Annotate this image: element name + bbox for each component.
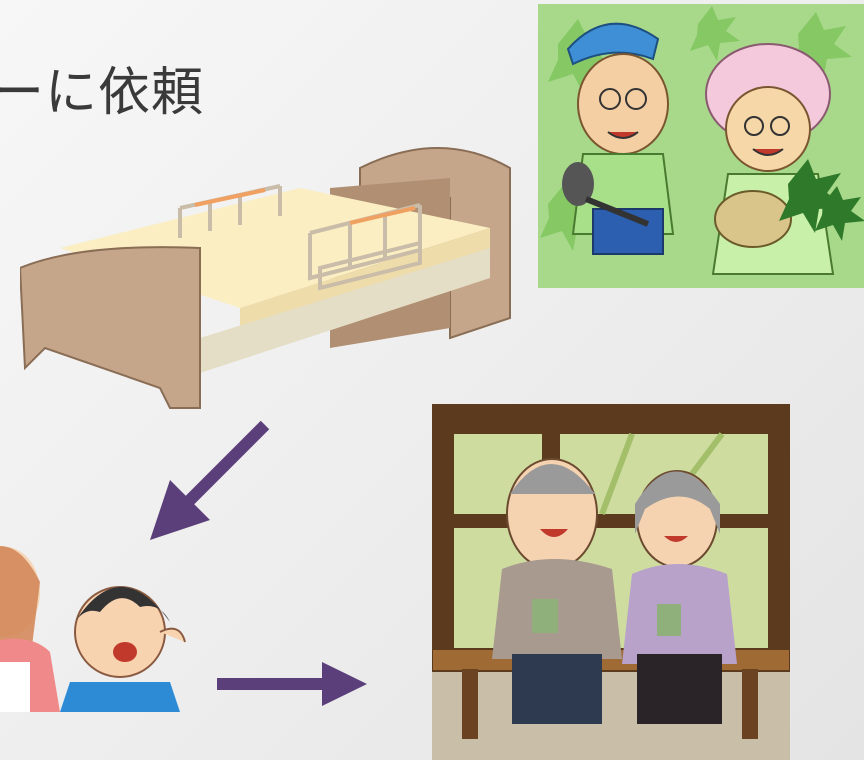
elderly-farmers-illustration <box>538 4 864 288</box>
slide-title: ーに依頼 <box>0 63 205 123</box>
arrow-right-icon <box>217 662 367 706</box>
care-bed-illustration <box>20 147 511 409</box>
arrow-down-left-icon <box>150 420 270 540</box>
elderly-couple-illustration <box>432 404 790 760</box>
mother-child-illustration <box>0 546 186 712</box>
